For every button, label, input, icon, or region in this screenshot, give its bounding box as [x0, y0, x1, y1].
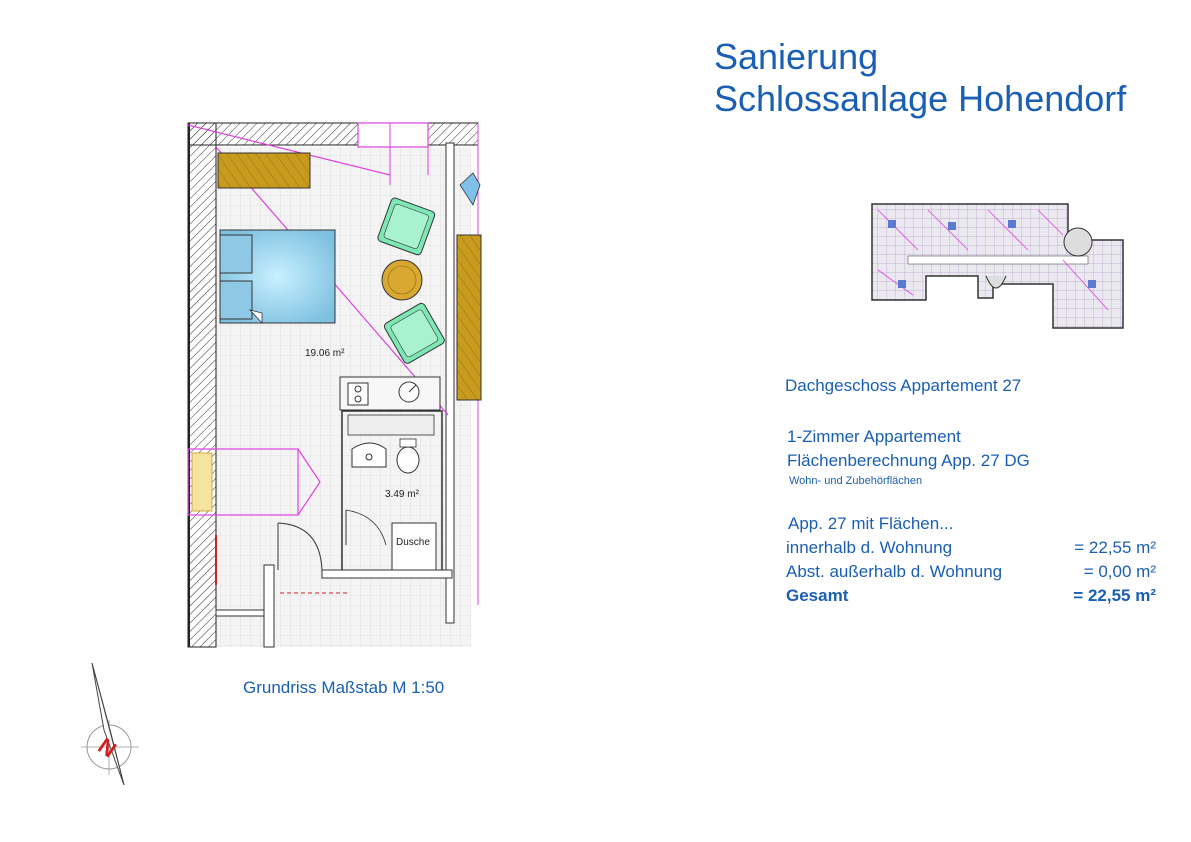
north-arrow-icon: N: [81, 662, 139, 786]
bed: [219, 229, 336, 325]
area-row-value: = 22,55 m²: [1074, 538, 1156, 557]
shelf-right: [456, 234, 482, 401]
title-line-2: Schlossanlage Hohendorf: [714, 78, 1127, 119]
apartment-type: 1-Zimmer Appartement: [787, 427, 961, 446]
area-row-inside: innerhalb d. Wohnung = 22,55 m²: [786, 538, 1156, 558]
area-row-value: = 22,55 m²: [1073, 586, 1156, 605]
window-left: [187, 448, 299, 516]
bathroom: 3.49 m² Dusche: [341, 410, 443, 577]
entry-door: [277, 522, 323, 571]
title-line-1: Sanierung: [714, 36, 879, 77]
shower-label: Dusche: [396, 537, 430, 548]
kitchenette: [339, 376, 441, 411]
outer-wall-right: [445, 142, 455, 624]
room-area-label: 19.06 m²: [305, 348, 345, 359]
dormer-window: [357, 122, 429, 148]
area-calculation-title: Flächenberechnung App. 27 DG: [787, 451, 1030, 470]
area-intro: App. 27 mit Flächen...: [788, 514, 954, 533]
bath-area-label: 3.49 m²: [385, 489, 420, 500]
site-plan-thumbnail: [871, 203, 1124, 329]
page-title: Sanierung Schlossanlage Hohendorf: [714, 36, 1126, 120]
area-row-outside: Abst. außerhalb d. Wohnung = 0,00 m²: [786, 562, 1156, 582]
area-row-label: Gesamt: [786, 586, 849, 605]
wardrobe: [217, 152, 311, 189]
area-row-label: Abst. außerhalb d. Wohnung: [786, 562, 1003, 581]
area-row-total: Gesamt = 22,55 m²: [786, 586, 1156, 606]
armchair-bottom: [383, 302, 445, 364]
scale-label: Grundriss Maßstab M 1:50: [243, 678, 445, 697]
outer-wall-top: [187, 122, 359, 146]
area-row-label: innerhalb d. Wohnung: [786, 538, 953, 557]
area-calculation-subtitle: Wohn- und Zubehörflächen: [789, 475, 923, 487]
area-row-value: = 0,00 m²: [1083, 562, 1156, 581]
armchair-top: [377, 197, 436, 256]
floor-plan: 19.06 m² 3.49 m² Dusche: [187, 122, 482, 648]
outer-wall-left: [187, 122, 217, 648]
shower: [391, 522, 437, 572]
apartment-label: Dachgeschoss Appartement 27: [785, 376, 1022, 395]
